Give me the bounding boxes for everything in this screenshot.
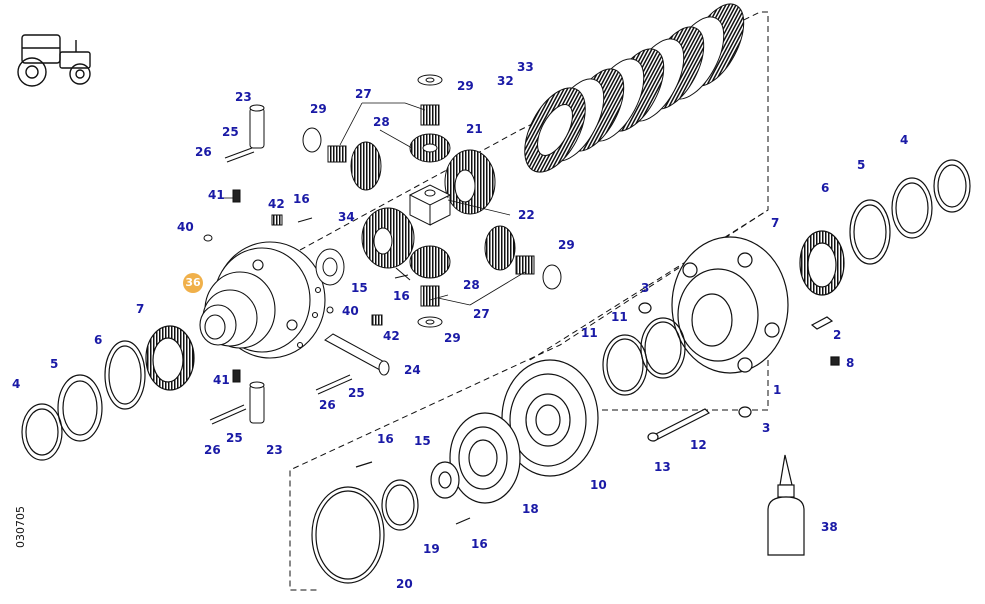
callout-13[interactable]: 13 bbox=[654, 460, 671, 474]
callout-11[interactable]: 11 bbox=[611, 310, 628, 324]
callout-16[interactable]: 16 bbox=[293, 192, 310, 206]
callout-26[interactable]: 26 bbox=[204, 443, 221, 457]
callout-18[interactable]: 18 bbox=[522, 502, 539, 516]
callout-40[interactable]: 40 bbox=[177, 220, 194, 234]
callout-28[interactable]: 28 bbox=[463, 278, 480, 292]
callout-8[interactable]: 8 bbox=[846, 356, 855, 370]
callout-4[interactable]: 4 bbox=[12, 377, 21, 391]
callout-16[interactable]: 16 bbox=[471, 537, 488, 551]
callout-3[interactable]: 3 bbox=[762, 421, 771, 435]
callout-26[interactable]: 26 bbox=[319, 398, 336, 412]
friction-disc-stack bbox=[524, 3, 745, 173]
callout-27[interactable]: 27 bbox=[355, 87, 372, 101]
callout-38[interactable]: 38 bbox=[821, 520, 838, 534]
callout-7[interactable]: 7 bbox=[136, 302, 145, 316]
callout-4[interactable]: 4 bbox=[900, 133, 909, 147]
callout-23[interactable]: 23 bbox=[266, 443, 283, 457]
callout-25[interactable]: 25 bbox=[348, 386, 365, 400]
callout-25[interactable]: 25 bbox=[222, 125, 239, 139]
callout-25[interactable]: 25 bbox=[226, 431, 243, 445]
callout-3[interactable]: 3 bbox=[641, 281, 650, 295]
callout-5[interactable]: 5 bbox=[50, 357, 59, 371]
callout-34[interactable]: 34 bbox=[338, 210, 355, 224]
callout-36[interactable]: 36 bbox=[183, 273, 203, 293]
callout-6[interactable]: 6 bbox=[94, 333, 103, 347]
callout-6[interactable]: 6 bbox=[821, 181, 830, 195]
callout-40[interactable]: 40 bbox=[342, 304, 359, 318]
section-outline bbox=[289, 11, 769, 591]
document-number: 030705 bbox=[14, 506, 27, 548]
callout-19[interactable]: 19 bbox=[423, 542, 440, 556]
callout-20[interactable]: 20 bbox=[396, 577, 413, 591]
callout-1[interactable]: 1 bbox=[773, 383, 782, 397]
leader-lines bbox=[220, 102, 526, 306]
left-bearing-and-rings bbox=[21, 325, 195, 461]
callout-21[interactable]: 21 bbox=[466, 122, 483, 136]
adhesive-bottle-icon bbox=[767, 454, 805, 556]
callout-29[interactable]: 29 bbox=[558, 238, 575, 252]
callout-42[interactable]: 42 bbox=[268, 197, 285, 211]
callout-42[interactable]: 42 bbox=[383, 329, 400, 343]
differential-housing bbox=[199, 241, 326, 359]
callout-41[interactable]: 41 bbox=[213, 373, 230, 387]
callout-41[interactable]: 41 bbox=[208, 188, 225, 202]
callout-33[interactable]: 33 bbox=[517, 60, 534, 74]
callout-16[interactable]: 16 bbox=[393, 289, 410, 303]
callout-5[interactable]: 5 bbox=[857, 158, 866, 172]
callout-23[interactable]: 23 bbox=[235, 90, 252, 104]
callout-28[interactable]: 28 bbox=[373, 115, 390, 129]
callout-26[interactable]: 26 bbox=[195, 145, 212, 159]
callout-24[interactable]: 24 bbox=[404, 363, 421, 377]
callout-32[interactable]: 32 bbox=[497, 74, 514, 88]
callout-15[interactable]: 15 bbox=[414, 434, 431, 448]
callout-11[interactable]: 11 bbox=[581, 326, 598, 340]
callout-12[interactable]: 12 bbox=[690, 438, 707, 452]
callout-29[interactable]: 29 bbox=[457, 79, 474, 93]
tractor-icon bbox=[17, 34, 91, 87]
callout-7[interactable]: 7 bbox=[771, 216, 780, 230]
callout-10[interactable]: 10 bbox=[590, 478, 607, 492]
right-housing-and-rings bbox=[638, 159, 971, 418]
pins-and-bolts-left bbox=[203, 104, 409, 425]
callout-15[interactable]: 15 bbox=[351, 281, 368, 295]
callout-29[interactable]: 29 bbox=[310, 102, 327, 116]
callout-2[interactable]: 2 bbox=[833, 328, 842, 342]
callout-22[interactable]: 22 bbox=[518, 208, 535, 222]
callout-29[interactable]: 29 bbox=[444, 331, 461, 345]
bevel-gear-set bbox=[302, 74, 562, 328]
callout-16[interactable]: 16 bbox=[377, 432, 394, 446]
callout-27[interactable]: 27 bbox=[473, 307, 490, 321]
lower-assembly bbox=[311, 317, 711, 584]
